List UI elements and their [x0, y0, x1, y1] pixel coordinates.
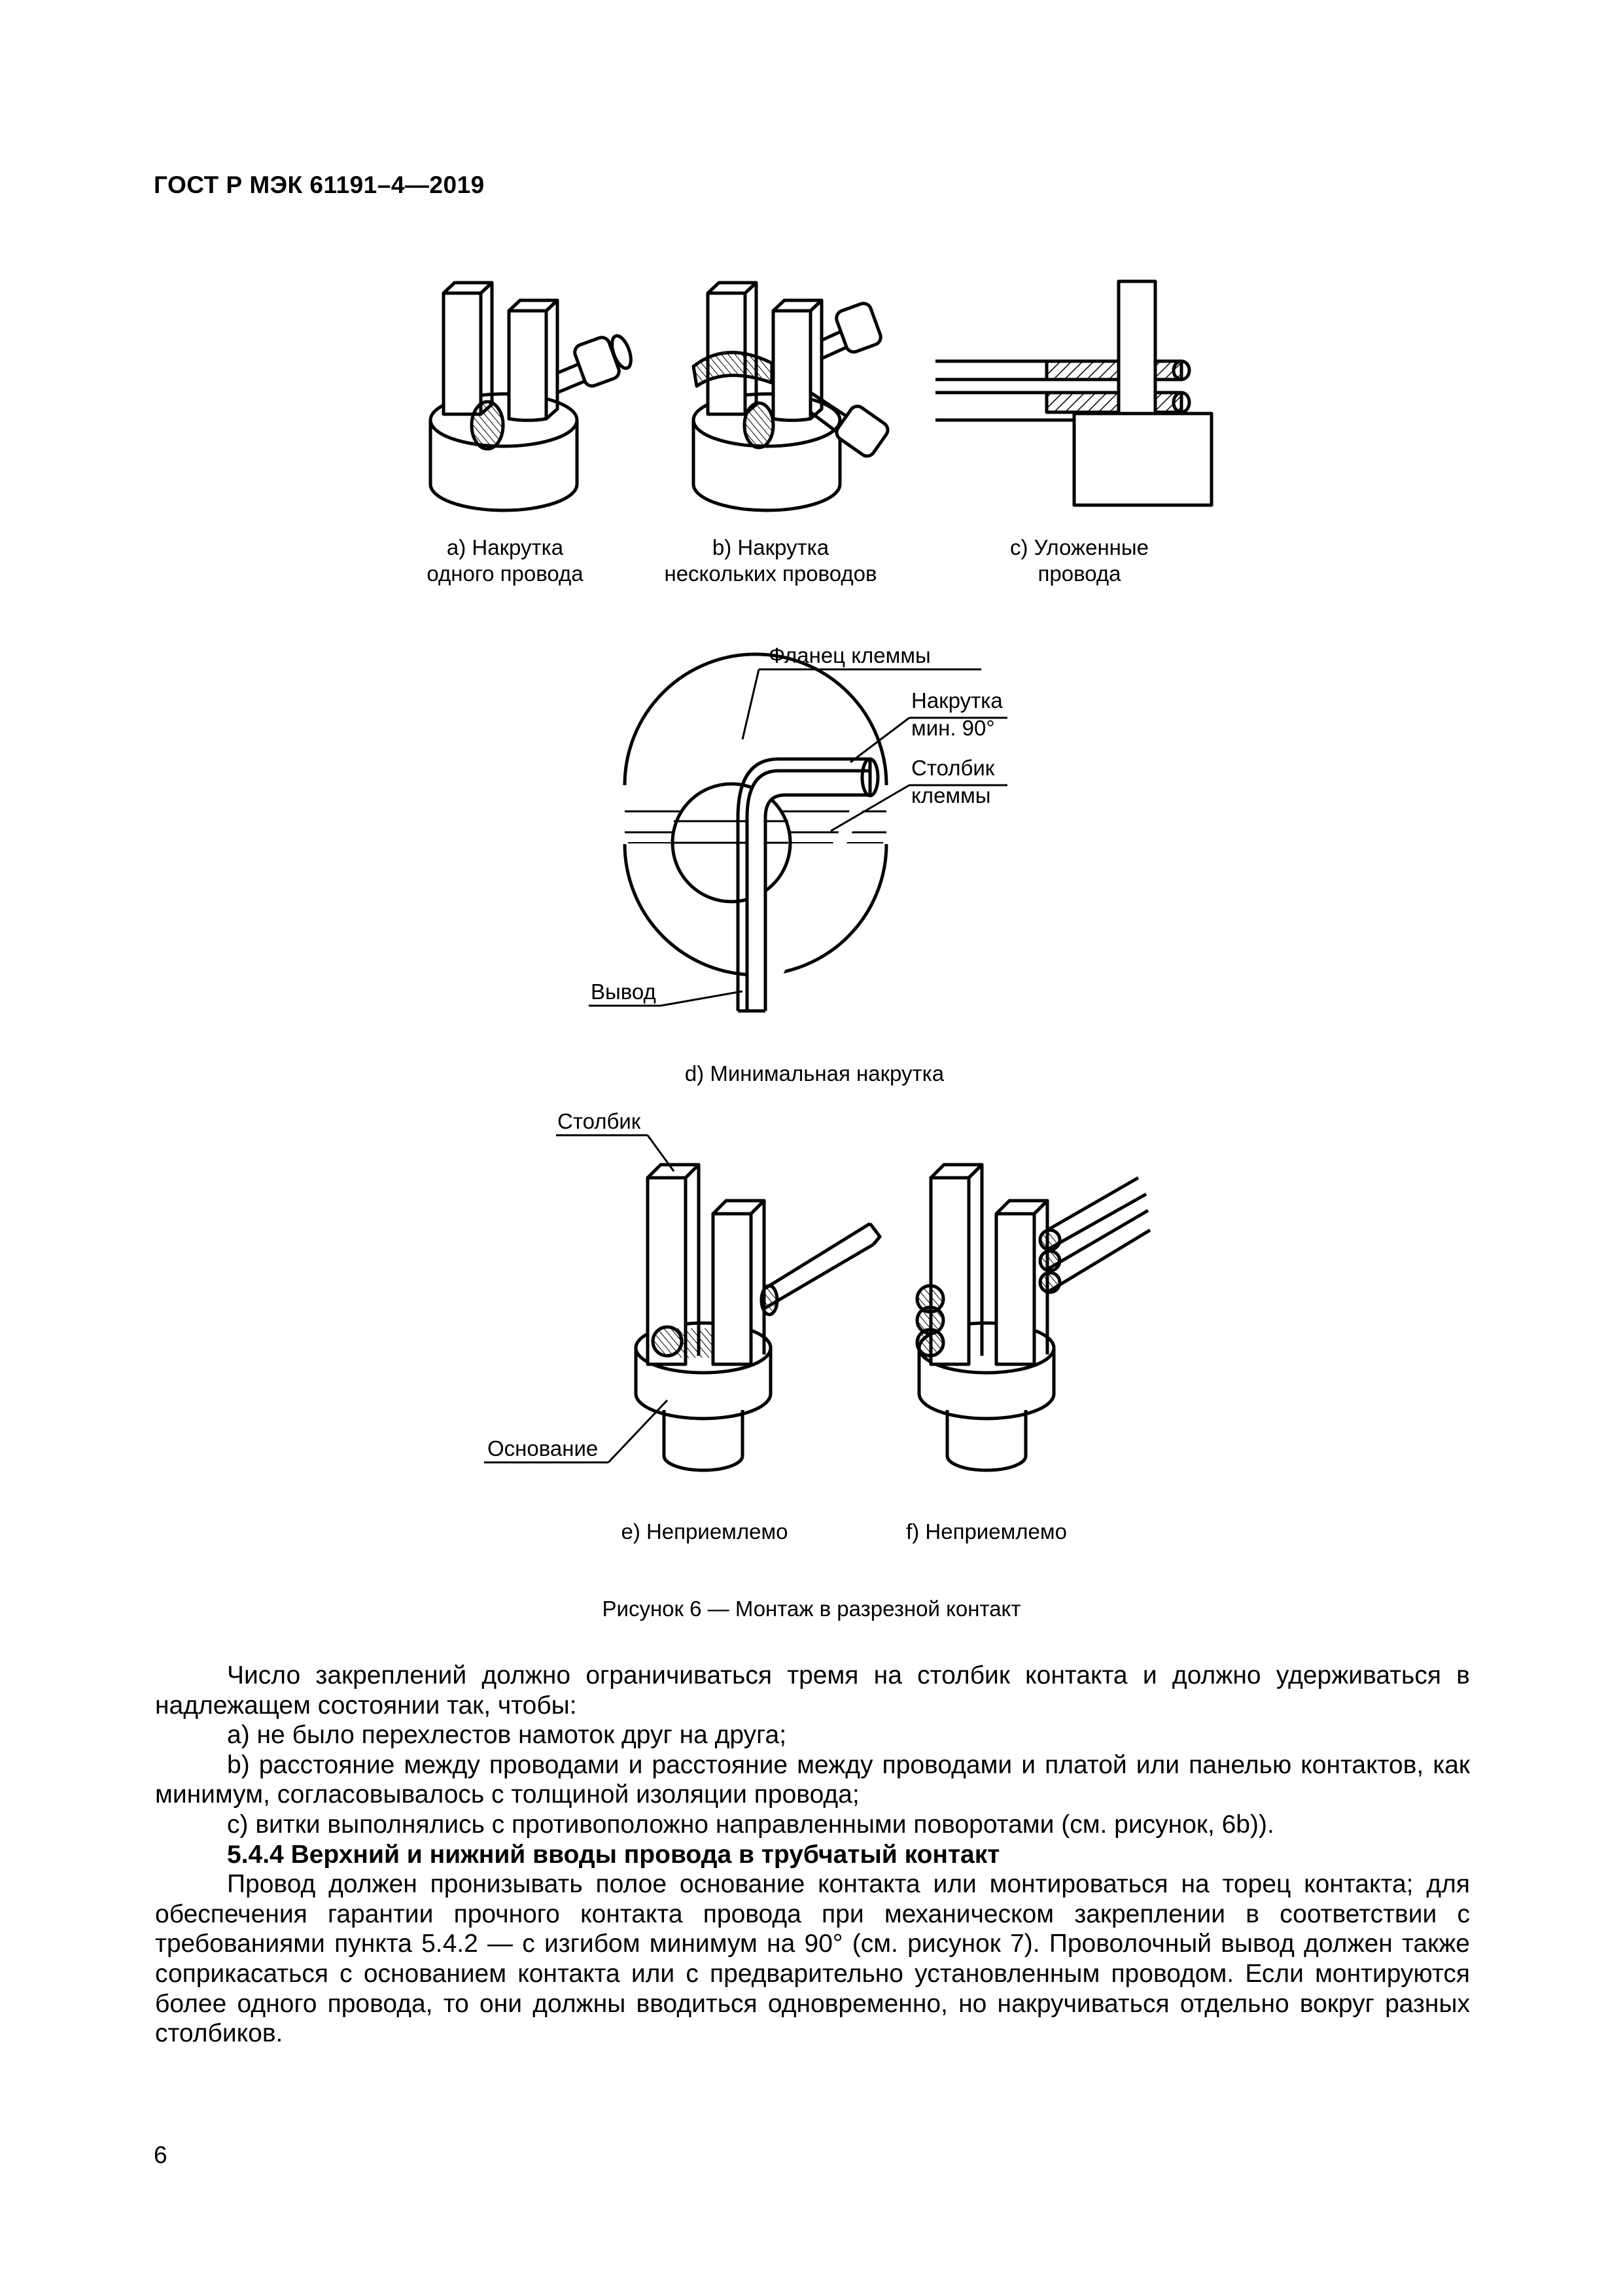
body-text: Число закреплений должно ограничиваться …	[155, 1661, 1470, 2049]
subfigure-a-drawing	[428, 281, 633, 512]
figure-caption: Рисунок 6 — Монтаж в разрезной контакт	[602, 1597, 1021, 1621]
label-a-line2: одного провода	[427, 561, 584, 586]
callout-post: Столбик	[557, 1109, 641, 1133]
list-item-a: a) не было перехлестов намоток друг на д…	[227, 1721, 787, 1750]
callout-wrap-line2: мин. 90°	[911, 716, 995, 740]
callout-base: Основание	[487, 1436, 598, 1460]
label-b-line2: нескольких проводов	[664, 561, 877, 586]
label-e-caption: e) Неприемлемо	[621, 1519, 788, 1544]
subfigure-e-drawing	[484, 1134, 882, 1472]
section-heading: 5.4.4 Верхний и нижний вводы провода в т…	[227, 1840, 1000, 1869]
callout-post-line2: клеммы	[911, 783, 991, 807]
list-item-c: c) витки выполнялись с противоположно на…	[227, 1810, 1274, 1839]
label-a-line1: a) Накрутка	[447, 535, 564, 559]
label-c-line1: c) Уложенные	[1010, 535, 1149, 559]
subfigure-d-drawing	[589, 652, 1007, 1013]
label-b-line1: b) Накрутка	[712, 535, 829, 559]
figure-6-drawings: a) Накрутка одного провода b) Накрутка н…	[427, 279, 1213, 1544]
label-c-line2: провода	[1038, 561, 1122, 586]
page-number: 6	[154, 2142, 167, 2168]
callout-post-line1: Столбик	[911, 756, 995, 780]
paragraph-1: Число закреплений должно ограничиваться …	[155, 1661, 1470, 1720]
label-f-caption: f) Неприемлемо	[906, 1519, 1067, 1544]
paragraph-2: Провод должен пронизывать полое основани…	[155, 1870, 1470, 2048]
subfigure-b-drawing	[691, 281, 890, 512]
label-d-caption: d) Минимальная накрутка	[685, 1061, 945, 1086]
list-item-b: b) расстояние между проводами и расстоян…	[155, 1750, 1470, 1809]
callout-lead: Вывод	[591, 980, 656, 1004]
document-header: ГОСТ Р МЭК 61191–4—2019	[154, 171, 485, 198]
callout-wrap-line1: Накрутка	[911, 688, 1003, 713]
subfigure-c-drawing	[935, 279, 1213, 507]
subfigure-f-drawing	[915, 1163, 1151, 1472]
callout-flange: Фланец клеммы	[769, 643, 931, 667]
